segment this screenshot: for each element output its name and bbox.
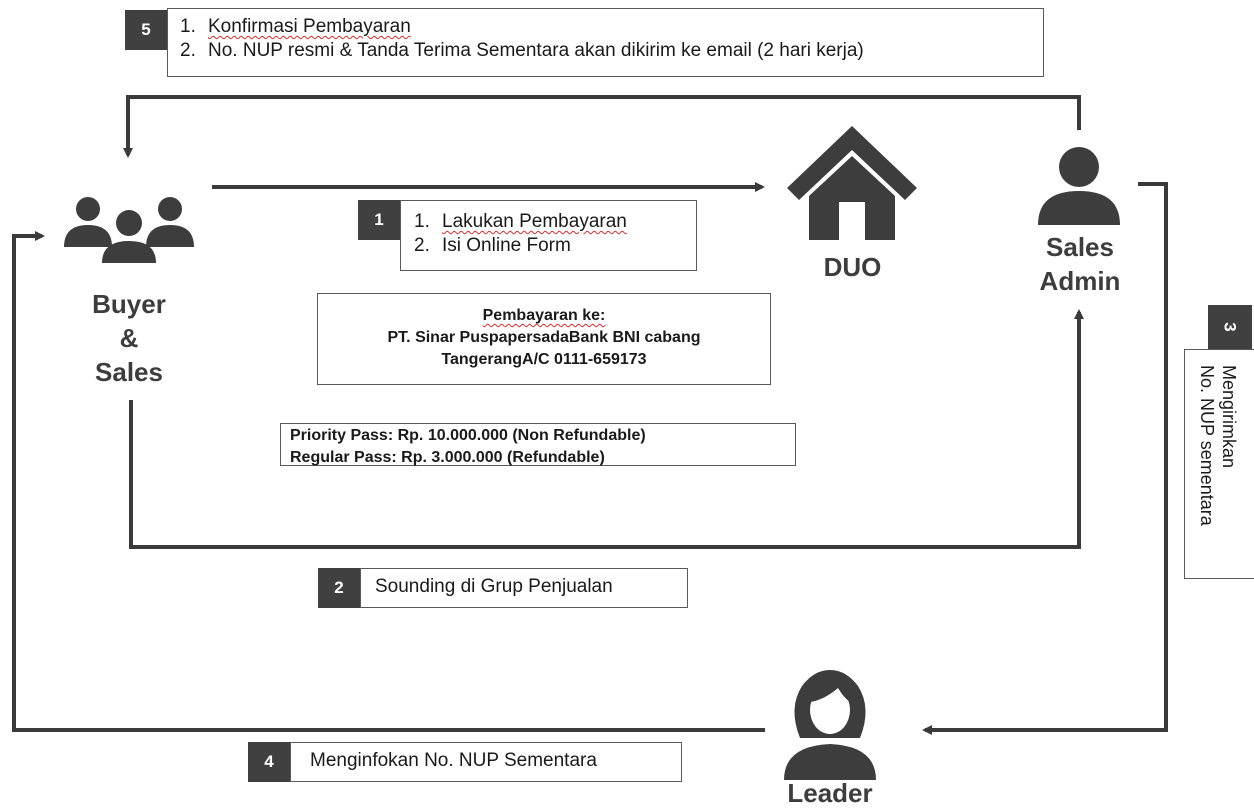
list-marker-1: 1. [414, 211, 430, 232]
payment-info-text: Pembayaran ke: PT. Sinar PuspapersadaBan… [317, 305, 771, 371]
step-5-item-2: No. NUP resmi & Tanda Terima Sementara a… [208, 40, 864, 61]
step-2-badge: 2 [318, 568, 360, 608]
woman-icon [784, 670, 876, 780]
buyer-label-line-1: Buyer [92, 289, 166, 319]
house-icon [787, 126, 917, 240]
step-2-text: Sounding di Grup Penjualan [375, 576, 613, 597]
buyer-label-line-2: & [119, 323, 139, 353]
buyer-sales-label: Buyer & Sales [60, 287, 198, 389]
arrow-admin-to-buyer [123, 95, 1081, 158]
step-1-text: 1. Lakukan Pembayaran 2. Isi Online Form [414, 210, 627, 258]
group-people-icon [64, 197, 194, 263]
priority-pass-line: Priority Pass: Rp. 10.000.000 (Non Refun… [290, 427, 646, 444]
step-3-badge: 3 [1208, 305, 1252, 349]
buyer-label-line-3: Sales [95, 357, 163, 387]
step-5-text: 1. Konfirmasi Pembayaran 2. No. NUP resmi … [180, 15, 864, 63]
step-3-badge-number: 3 [1221, 322, 1240, 332]
duo-label: DUO [823, 252, 882, 282]
step-2-box [360, 568, 688, 608]
payment-line-2: TangerangA/C 0111-659173 [441, 351, 647, 368]
payment-title: Pembayaran ke: [482, 307, 606, 324]
sales-admin-line-2: Admin [1039, 266, 1121, 296]
step-4-box [290, 742, 682, 782]
step-5-badge: 5 [125, 10, 167, 50]
leader-label: Leader [787, 778, 873, 808]
step-5-item-1: Konfirmasi Pembayaran [208, 16, 411, 37]
step-1-badge: 1 [358, 200, 400, 240]
sales-admin-line-1: Sales [1046, 232, 1114, 262]
step-1-box [400, 200, 697, 271]
step-5-box [167, 8, 1044, 77]
pass-info-text: Priority Pass: Rp. 10.000.000 (Non Refun… [290, 425, 646, 469]
step-3-box [1184, 349, 1254, 579]
step-4-badge: 4 [248, 742, 290, 782]
step-3-text: Mengirimkan No. NUP sementara [1196, 365, 1240, 575]
list-marker-2: 2. [414, 235, 430, 256]
list-marker-1: 1. [180, 16, 196, 37]
step-3-line-1: Mengirimkan [1219, 365, 1239, 469]
step-4-text: Menginfokan No. NUP Sementara [310, 750, 597, 771]
sales-admin-label: Sales Admin [1020, 230, 1140, 298]
step-3-line-2: No. NUP sementara [1197, 365, 1217, 526]
list-marker-2: 2. [180, 40, 196, 61]
regular-pass-line: Regular Pass: Rp. 3.000.000 (Refundable) [290, 449, 605, 466]
step-1-item-2: Isi Online Form [442, 235, 571, 256]
pass-info-box [280, 423, 796, 466]
person-icon [1038, 147, 1120, 225]
step-1-item-1: Lakukan Pembayaran [442, 211, 627, 232]
payment-info-box [317, 293, 771, 385]
payment-line-1: PT. Sinar PuspapersadaBank BNI cabang [387, 329, 701, 346]
